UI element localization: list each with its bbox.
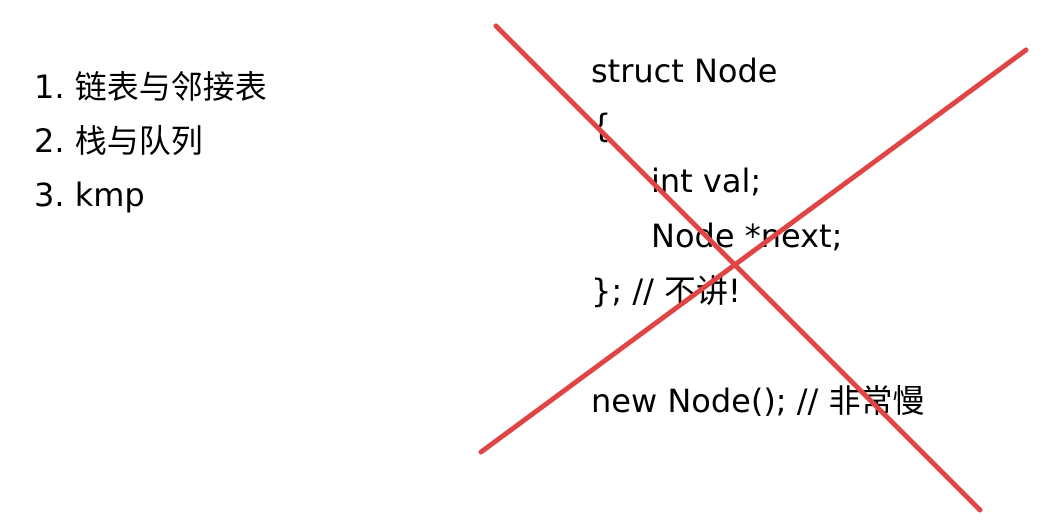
code-line-struct-decl: struct Node xyxy=(591,52,778,90)
code-line-next-field: Node *next; xyxy=(651,217,843,255)
code-line-open-brace: { xyxy=(591,107,612,145)
code-line-val-field: int val; xyxy=(651,162,762,200)
topic-item-stack-queue: 2. 栈与队列 xyxy=(34,122,203,160)
code-snippet: struct Node { int val; Node *next; }; //… xyxy=(591,44,925,429)
code-line-new-node: new Node(); // 非常慢 xyxy=(591,382,925,420)
code-line-blank xyxy=(591,319,925,374)
topic-item-linked-list: 1. 链表与邻接表 xyxy=(34,68,267,106)
code-line-close-brace: }; // 不讲! xyxy=(591,272,741,310)
topic-list: 1. 链表与邻接表 2. 栈与队列 3. kmp xyxy=(34,60,267,222)
topic-item-kmp: 3. kmp xyxy=(34,176,145,214)
